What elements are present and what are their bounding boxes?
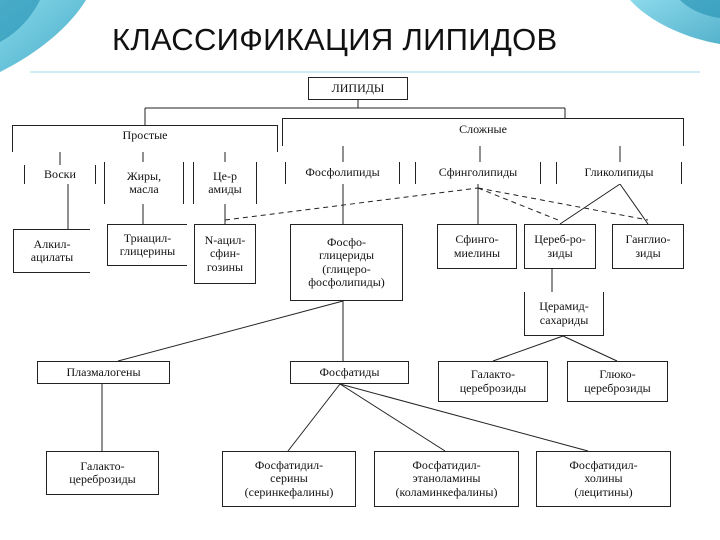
node-ceramide-saccharides: Церамид- сахариды <box>524 292 604 336</box>
connector-line <box>117 300 344 362</box>
node-lipids: ЛИПИДЫ <box>308 77 408 100</box>
node-glycolipids: Гликолипиды <box>556 162 682 184</box>
node-phosphatidylethanolamines: Фосфатидил- этаноламины (коламинкефалины… <box>374 451 519 507</box>
connector-line <box>559 183 621 225</box>
top-right-swirl-decoration <box>630 0 720 44</box>
node-phosphatides: Фосфатиды <box>290 361 409 384</box>
node-phosphoglycerides: Фосфо- глицериды (глицеро- фосфолипиды) <box>290 224 403 301</box>
node-fats: Жиры, масла <box>104 162 184 204</box>
node-triacylglycerols: Триацил- глицерины <box>107 224 187 266</box>
top-left-swirl-decoration <box>0 0 86 72</box>
node-sphingolipids: Сфинголипиды <box>415 162 541 184</box>
dashed-connector-line <box>477 187 559 221</box>
connector-line <box>339 383 446 452</box>
connector-line <box>339 383 589 452</box>
node-complex: Сложные <box>282 118 684 146</box>
dashed-connector-line <box>224 187 479 221</box>
node-alkylacylates: Алкил- ацилаты <box>13 229 90 273</box>
node-phosphatidylcholines: Фосфатидил- холины (лецитины) <box>536 451 671 507</box>
node-gangliosides: Ганглио- зиды <box>612 224 684 269</box>
node-galactocerebrosides-right: Галакто- цереброзиды <box>438 361 548 402</box>
node-phosphatidylserines: Фосфатидил- серины (серинкефалины) <box>222 451 356 507</box>
node-glucocerebrosides: Глюко- цереброзиды <box>567 361 668 402</box>
node-n-acylsphingosines: N-ацил- сфин- гозины <box>194 224 256 284</box>
node-waxes: Воски <box>24 165 96 184</box>
connector-line <box>562 335 618 362</box>
node-cerebrosides: Цереб-ро- зиды <box>524 224 596 269</box>
slide-title: КЛАССИФИКАЦИЯ ЛИПИДОВ <box>112 22 558 57</box>
dashed-connector-line <box>477 187 649 221</box>
node-plasmalogens: Плазмалогены <box>37 361 170 384</box>
node-ceramides: Це-р амиды <box>193 162 257 204</box>
node-simple: Простые <box>12 125 278 152</box>
node-phospholipids: Фосфолипиды <box>285 162 400 184</box>
connector-line <box>619 183 649 225</box>
node-galactocerebrosides-left: Галакто- цереброзиды <box>46 451 159 495</box>
connector-line <box>287 383 341 452</box>
connector-line <box>492 335 564 362</box>
node-sphingomyelins: Сфинго- миелины <box>437 224 517 269</box>
